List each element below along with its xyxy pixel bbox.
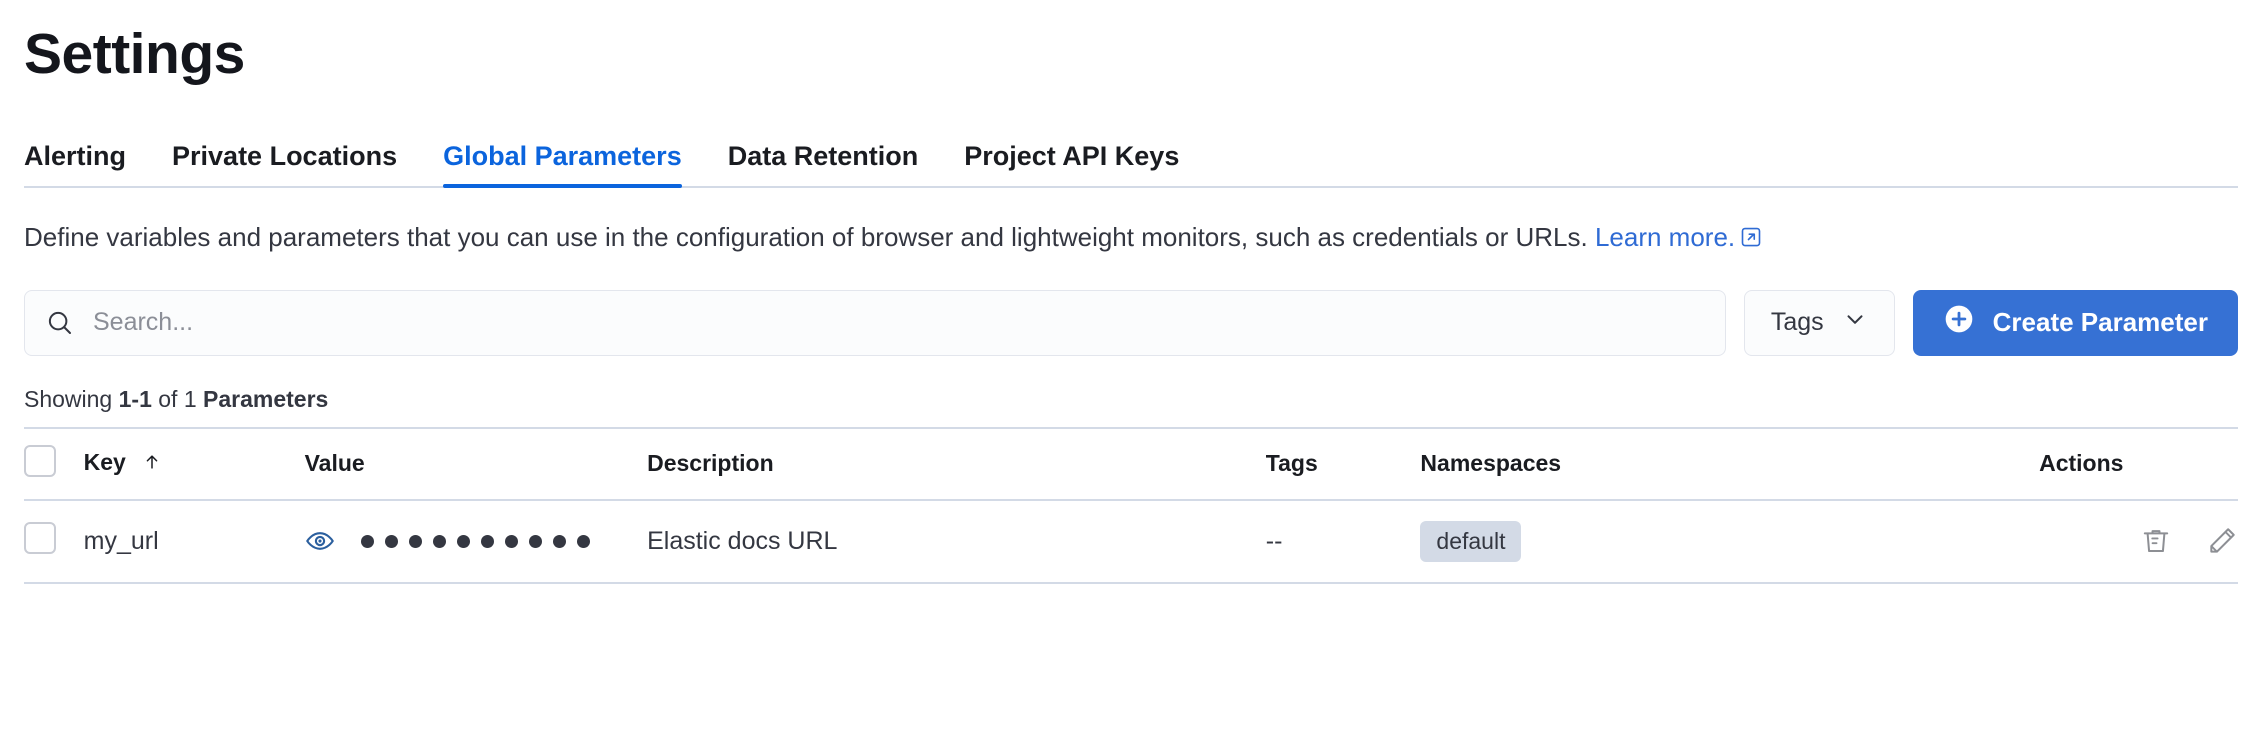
select-all-header <box>24 426 84 501</box>
settings-tabs: Alerting Private Locations Global Parame… <box>24 132 2238 188</box>
cell-value <box>304 499 648 584</box>
plus-circle-icon <box>1943 303 1975 342</box>
table-header: Key Value Description Tags <box>24 426 2238 501</box>
showing-prefix: Showing <box>24 385 119 412</box>
masked-value <box>305 526 647 556</box>
column-label: Key <box>83 449 126 476</box>
column-header-namespaces[interactable]: Namespaces <box>1420 426 2040 501</box>
page-title: Settings <box>24 22 245 86</box>
tags-filter-label: Tags <box>1770 308 1824 337</box>
showing-entity: Parameters <box>203 385 329 412</box>
page-description: Define variables and parameters that you… <box>24 218 2204 258</box>
cell-actions <box>2039 499 2238 584</box>
tab-label: Alerting <box>24 140 127 171</box>
controls-bar: Tags Create Parameter <box>24 289 2238 356</box>
cell-namespaces: default <box>1420 499 2040 584</box>
cell-tags: -- <box>1265 499 1421 584</box>
showing-range: 1-1 <box>118 385 152 412</box>
tab-label: Global Parameters <box>443 140 682 171</box>
search-icon <box>45 308 75 338</box>
column-label: Value <box>304 450 365 477</box>
create-parameter-label: Create Parameter <box>1992 307 2208 338</box>
masked-dots <box>360 534 590 548</box>
tab-data-retention[interactable]: Data Retention <box>728 141 919 186</box>
showing-of: of 1 <box>151 385 204 412</box>
results-count: Showing 1-1 of 1 Parameters <box>24 386 2238 413</box>
table-body: my_url <box>24 499 2238 584</box>
tab-global-parameters[interactable]: Global Parameters <box>443 140 682 188</box>
select-all-checkbox[interactable] <box>24 444 56 477</box>
cell-description: Elastic docs URL <box>647 499 1266 584</box>
column-header-tags[interactable]: Tags <box>1265 426 1421 501</box>
parameters-table: Key Value Description Tags <box>24 426 2238 584</box>
cell-key: my_url <box>83 499 305 584</box>
tab-project-api-keys[interactable]: Project API Keys <box>964 141 1179 186</box>
column-header-key[interactable]: Key <box>83 426 305 501</box>
column-label: Tags <box>1265 450 1318 477</box>
eye-icon[interactable] <box>305 526 335 556</box>
column-header-actions: Actions <box>2039 426 2238 501</box>
table-header-row: Key Value Description Tags <box>24 426 2238 501</box>
column-header-value[interactable]: Value <box>304 426 648 501</box>
tab-label: Data Retention <box>727 140 919 171</box>
row-actions <box>2039 525 2238 557</box>
pencil-icon[interactable] <box>2206 525 2238 557</box>
trash-icon[interactable] <box>2140 525 2172 557</box>
tab-label: Private Locations <box>172 140 398 171</box>
tab-private-locations[interactable]: Private Locations <box>172 141 397 186</box>
chevron-down-icon <box>1842 306 1868 339</box>
tab-alerting[interactable]: Alerting <box>24 141 126 186</box>
learn-more-link[interactable]: Learn more. <box>1595 222 1761 252</box>
search-input[interactable] <box>91 307 1705 339</box>
row-select-checkbox[interactable] <box>24 521 56 554</box>
status-badge: default <box>1420 520 1522 562</box>
column-header-description[interactable]: Description <box>647 426 1266 501</box>
learn-more-label: Learn more. <box>1594 221 1736 252</box>
tags-filter-button[interactable]: Tags <box>1743 289 1895 356</box>
external-link-icon <box>1741 219 1761 258</box>
create-parameter-button[interactable]: Create Parameter <box>1912 289 2238 356</box>
table-row[interactable]: my_url <box>24 499 2238 584</box>
column-label: Description <box>647 450 774 477</box>
search-box[interactable] <box>24 289 1726 356</box>
description-text: Define variables and parameters that you… <box>24 221 1595 252</box>
column-label: Namespaces <box>1420 450 1562 477</box>
column-label: Actions <box>2039 450 2124 477</box>
row-select-cell <box>24 499 84 584</box>
sort-ascending-icon <box>142 451 162 478</box>
tab-label: Project API Keys <box>964 140 1180 171</box>
